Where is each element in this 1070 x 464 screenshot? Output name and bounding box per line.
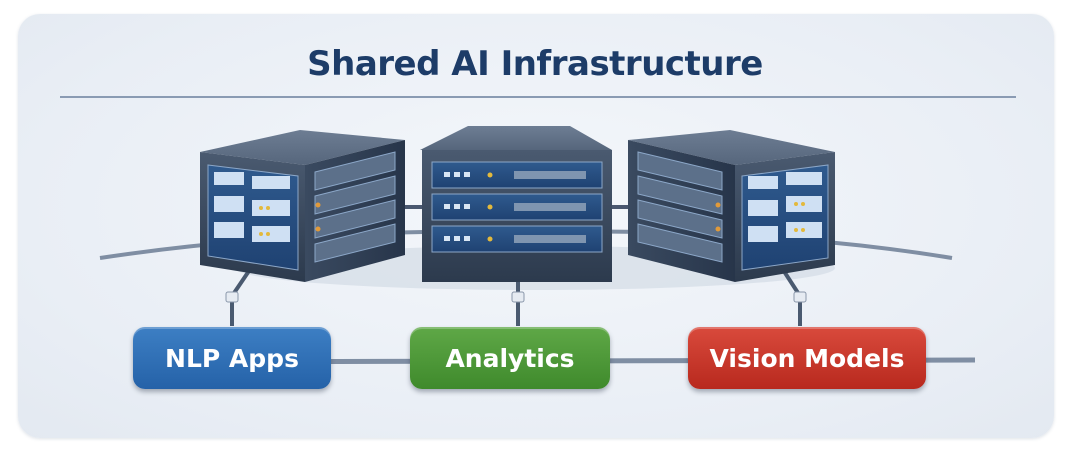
analytics-node: Analytics (410, 327, 610, 389)
nlp-apps-node: NLP Apps (133, 327, 331, 389)
diagram-title: Shared AI Infrastructure (307, 44, 763, 84)
connector-plugs (225, 291, 807, 303)
vision-models-node: Vision Models (688, 327, 926, 389)
server-left (200, 130, 405, 282)
server-center (420, 126, 612, 282)
title-divider (60, 96, 1016, 98)
server-right (628, 130, 835, 282)
